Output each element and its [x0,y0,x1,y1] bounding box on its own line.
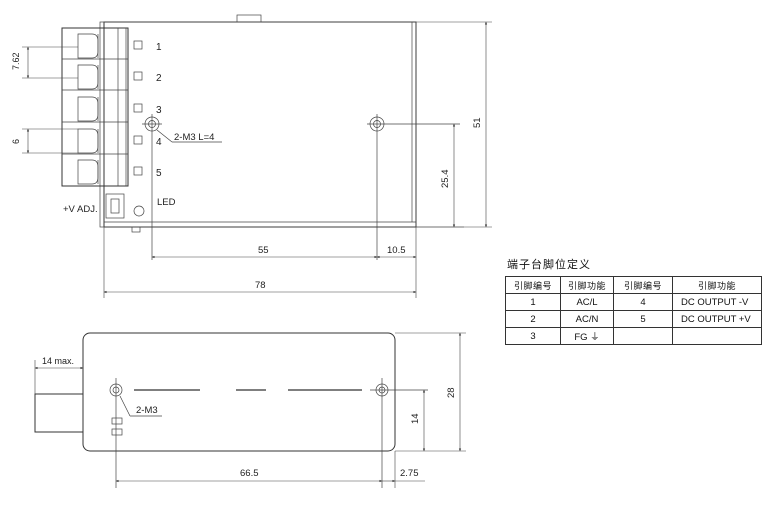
case-outline [103,21,417,228]
terminal-number-1: 1 [156,42,162,53]
side-view: 14 max. 2-M3 14 [34,332,466,488]
side-terminal [34,393,84,433]
pitch-label: 7.62 [11,52,21,70]
dim-10-5-label: 10.5 [387,245,406,256]
terminal-number-3: 3 [156,105,162,116]
group-dimension: 6 [11,128,78,154]
dim-55: 55 [151,245,378,259]
terminal-number-2: 2 [156,73,162,84]
dim-66-5-label: 66.5 [240,468,259,479]
dim-2-75: 2.75 [382,451,425,488]
pin-table-header: 引脚编号 引脚功能 引脚编号 引脚功能 [505,276,762,294]
top-mount-label: 2-M3 L=4 [174,132,214,143]
dim-66-5: 66.5 [115,468,383,483]
led-label: LED [157,197,176,208]
terminal-slots [62,28,128,186]
max-label: 14 max. [42,356,74,366]
terminal-labels: 1 2 3 4 5 [133,40,162,179]
pin-table-title: 端子台脚位定义 [507,259,591,271]
group-label: 6 [11,139,21,144]
header-pin-no-2: 引脚编号 [613,276,673,294]
dim-25-4: 25.4 [416,123,464,228]
table-row: 2 AC/N 5 DC OUTPUT +V [505,310,762,328]
dim-10-5: 10.5 [376,227,417,298]
side-hole-right [370,378,428,488]
dim-14: 14 [395,389,430,452]
led-indicator [133,205,145,217]
dim-28-label: 28 [446,387,457,398]
dim-78-label: 78 [255,280,266,291]
top-view: 1 2 3 4 5 7.62 6 [11,14,492,298]
mount-hole-right [367,114,460,260]
dim-78: 78 [103,227,417,298]
dim-55-label: 55 [258,245,269,256]
pin-table: 引脚编号 引脚功能 引脚编号 引脚功能 1 AC/L 4 DC OUTPUT -… [505,276,762,345]
header-pin-no: 引脚编号 [505,276,561,294]
terminal-number-5: 5 [156,168,162,179]
terminal-block [61,27,129,187]
dim-2-75-label: 2.75 [400,468,419,479]
dim-51: 51 [416,21,492,228]
vadj-label: +V ADJ. [63,204,98,215]
dim-28: 28 [395,332,466,452]
dim-14-label: 14 [410,413,421,424]
pitch-dimension: 7.62 [11,46,78,79]
mount-hole-left [142,114,162,260]
terminal-number-4: 4 [156,137,162,148]
side-case-outline [82,332,396,452]
side-hole-left [109,378,123,488]
vadj-trimmer [105,193,125,219]
side-mount-label: 2-M3 [136,405,158,416]
table-row: 1 AC/L 4 DC OUTPUT -V [505,293,762,311]
header-pin-func-2: 引脚功能 [672,276,762,294]
table-row: 3 FG ⏚ [505,327,762,345]
dim-51-label: 51 [472,117,483,128]
header-pin-func: 引脚功能 [560,276,614,294]
dim-25-4-label: 25.4 [440,170,451,189]
